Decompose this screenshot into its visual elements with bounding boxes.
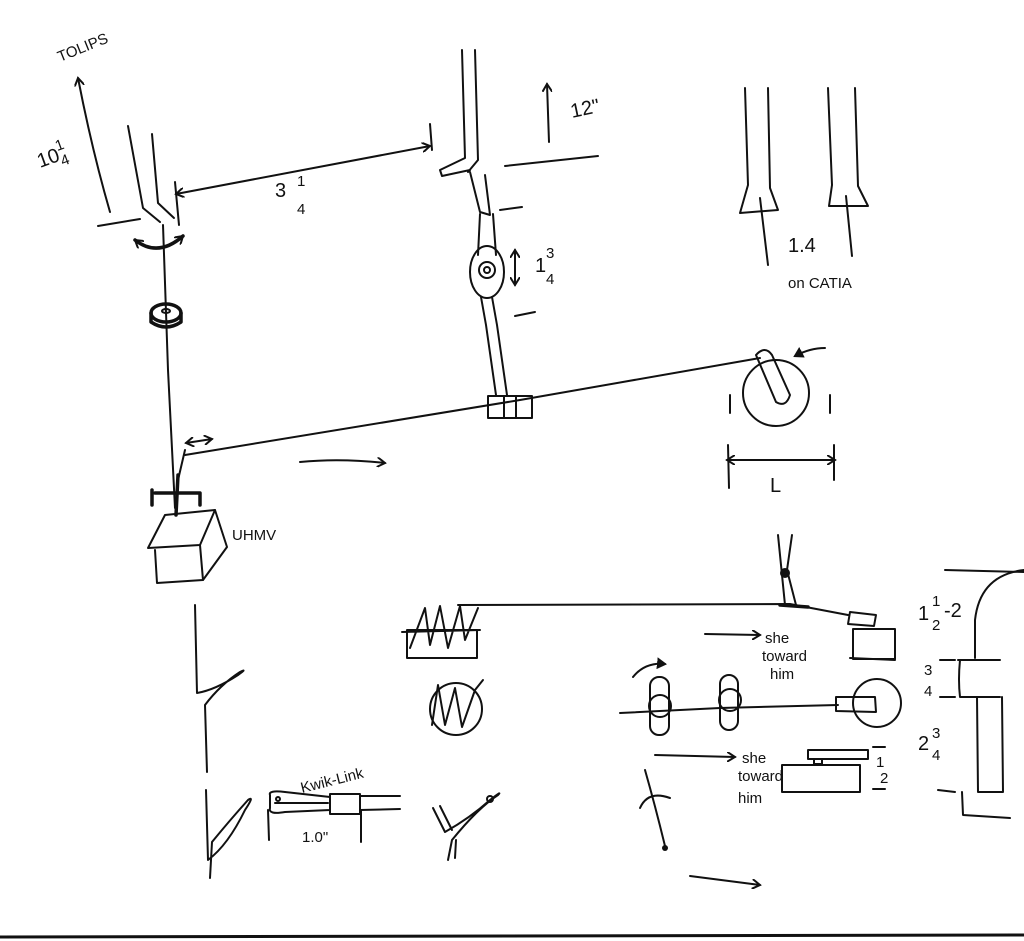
lift-label: 12"	[568, 95, 601, 123]
scribbled-block	[401, 605, 481, 659]
note-line: him	[770, 666, 794, 683]
kwik-link: Kwik-Link 1.0"	[267, 765, 401, 846]
dim-den: 4	[297, 201, 305, 218]
direction-arrow-icon	[689, 875, 760, 885]
washer-icon	[149, 302, 183, 329]
left-cable	[162, 224, 176, 509]
dim-den: 4	[58, 151, 72, 170]
note-line: toward	[762, 648, 807, 665]
toggle-2	[718, 674, 742, 731]
note-line: him	[738, 790, 762, 807]
dim-den: 2	[880, 770, 888, 787]
dim-num: 3	[546, 245, 554, 262]
dim-den: 2	[932, 617, 940, 634]
kwik-link-length-label: 1.0"	[302, 829, 328, 846]
dim-den: 4	[546, 271, 554, 288]
claw-spacing-dimension: 3 1 4	[174, 123, 433, 226]
dim-num: 1	[297, 173, 305, 190]
block-pair-2: 1 2	[781, 746, 888, 793]
small-double-arrow-icon	[186, 439, 212, 443]
uhmv-block: UHMV	[147, 473, 276, 584]
hook-sketch-3	[432, 792, 501, 861]
left-claw	[97, 125, 175, 227]
dim-suffix: -2	[944, 600, 962, 622]
horizontal-cable	[184, 357, 761, 456]
catia-note: on CATIA	[788, 275, 852, 292]
dim-whole: 2	[918, 733, 929, 755]
right-profile: 1 1 2 -2 3 4 2 3 4	[918, 569, 1024, 819]
dim-num: 1	[876, 754, 884, 771]
note-she-toward-him-1: she toward him	[762, 630, 807, 683]
dim-whole: 1	[918, 603, 929, 625]
catia-value: 1.4	[788, 235, 816, 257]
middle-claw	[439, 49, 479, 177]
note-she-toward-him-2: she toward him	[738, 750, 783, 807]
block-material-label: UHMV	[232, 527, 276, 544]
direction-arrow-icon	[704, 634, 760, 635]
turnbuckle: 1 3 4	[469, 171, 554, 419]
block-pair-1	[847, 611, 896, 661]
kwik-link-label: Kwik-Link	[299, 765, 366, 797]
dim-num: 1	[932, 593, 940, 610]
post-with-knot	[777, 534, 810, 609]
wheel: L	[727, 346, 835, 497]
scribbled-circle	[429, 679, 484, 736]
note-line: she	[742, 750, 766, 767]
knot-dot	[780, 568, 790, 578]
catia-legs: 1.4 on CATIA	[739, 87, 869, 292]
lift-dimension: 12"	[504, 84, 602, 167]
note-line: toward	[738, 768, 783, 785]
dim-whole: 3	[275, 180, 286, 202]
tolips-height-dimension: 10 1 4	[34, 136, 72, 173]
toggle-1	[632, 657, 672, 736]
hook-sketch-1	[194, 604, 245, 773]
tolips-label: TOLIPS	[55, 30, 111, 66]
wheel-width-label: L	[770, 475, 781, 497]
pivot-sketch	[639, 769, 671, 851]
rotation-arrow-icon	[133, 234, 185, 250]
direction-arrow-icon	[654, 755, 735, 757]
dim-num: 3	[924, 662, 932, 679]
note-line: she	[765, 630, 789, 647]
page-edge	[0, 933, 1024, 939]
dim-num: 3	[932, 725, 940, 742]
wheel-2	[835, 678, 902, 728]
direction-arrow-icon	[299, 460, 385, 463]
dim-den: 4	[932, 747, 940, 764]
dim-whole: 1	[535, 255, 546, 277]
dim-den: 4	[924, 683, 932, 700]
tolips-arrow	[78, 78, 111, 213]
hook-sketch-2	[205, 789, 252, 879]
